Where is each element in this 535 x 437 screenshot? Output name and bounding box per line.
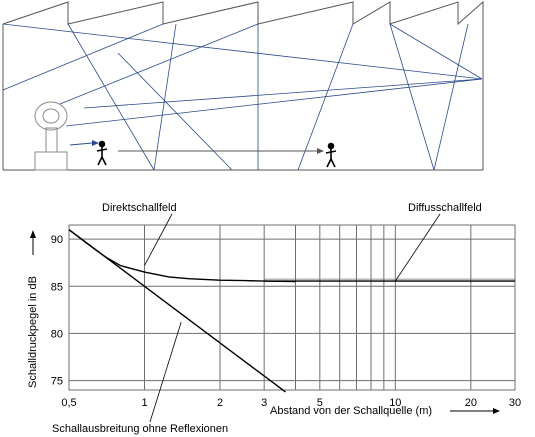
sound-ray [117, 52, 233, 171]
annotation-label: Schallausbreitung ohne Reflexionen [52, 423, 228, 435]
person-head [327, 142, 335, 150]
x-tick-label: 1 [141, 397, 147, 409]
curve-free-field [68, 229, 286, 393]
x-tick-label: 5 [317, 397, 323, 409]
chart-curves [68, 229, 515, 393]
source-arrow-head [92, 140, 99, 146]
sound-ray [153, 23, 177, 171]
x-tick-label: 10 [389, 397, 401, 409]
speaker-body [34, 101, 68, 131]
person-head [98, 140, 106, 148]
chart-ticks: 0,5 1 2 3 5 10 20 30 75 80 85 90 [51, 234, 521, 409]
person-leg [326, 158, 332, 168]
annotation-label: Diffusschallfeld [408, 202, 482, 214]
annotation-label: Direktschallfeld [102, 202, 177, 214]
annotation-leader [144, 213, 173, 266]
y-tick-label: 75 [51, 376, 63, 388]
y-tick-label: 80 [51, 328, 63, 340]
person-leg [101, 156, 107, 166]
person-icon [96, 140, 108, 166]
speaker-cone [42, 108, 60, 124]
hall-cross-section [2, 0, 484, 171]
sound-ray [65, 78, 483, 127]
x-tick-label: 0,5 [61, 397, 76, 409]
loudspeaker-icon [34, 101, 68, 171]
x-tick-label: 30 [509, 397, 521, 409]
annotation-leader [149, 321, 182, 423]
x-axis-label: Abstand von der Schallquelle (m) [270, 405, 432, 417]
x-axis-arrow-head [493, 408, 500, 414]
sound-ray [433, 23, 469, 171]
sound-ray [2, 23, 483, 80]
sound-ray [389, 23, 435, 171]
person-icon [325, 142, 337, 168]
plot-frame [68, 224, 516, 391]
sound-ray [297, 23, 354, 171]
y-tick-label: 90 [51, 234, 63, 246]
annotation-leader [394, 213, 441, 282]
y-tick-label: 85 [51, 281, 63, 293]
sound-ray [389, 23, 483, 80]
sound-ray [83, 78, 483, 109]
y-axis-label: Schalldruckpegel in dB [27, 276, 39, 388]
speaker-stand [45, 127, 58, 153]
distance-arrow-head [317, 148, 324, 154]
person-leg [97, 156, 103, 166]
x-tick-label: 20 [465, 397, 477, 409]
sound-ray [2, 23, 164, 91]
sound-ray [59, 23, 259, 105]
sound-rays [2, 23, 483, 171]
chart-grid [69, 225, 516, 390]
sound-ray [67, 23, 155, 171]
x-tick-label: 3 [261, 397, 267, 409]
person-leg [330, 158, 336, 168]
y-axis-arrow-head [30, 230, 36, 238]
hall-roof [2, 0, 484, 170]
chart-annotations: Direktschallfeld DiffusschallfeldSchallau… [52, 202, 482, 435]
source-arrow [69, 142, 93, 146]
person-arms [325, 150, 337, 154]
person-arms [96, 148, 108, 152]
speaker-base [34, 151, 68, 171]
x-tick-label: 2 [217, 397, 223, 409]
